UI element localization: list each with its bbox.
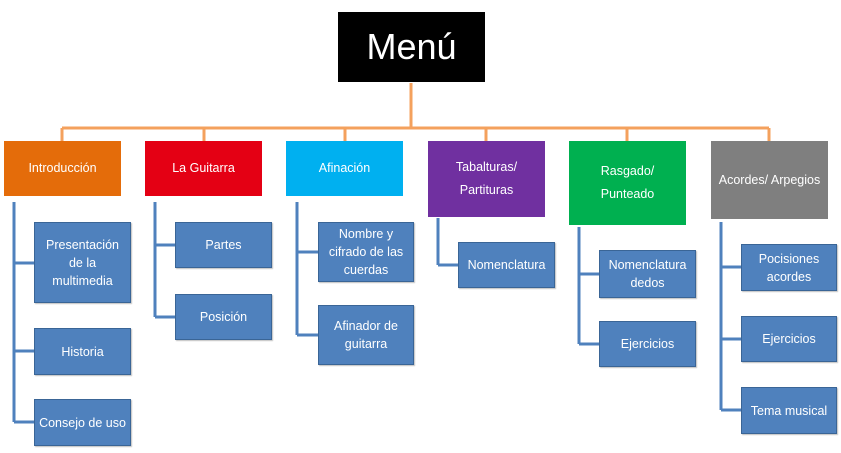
menu-root-label: Menú — [366, 26, 457, 67]
item-label: Afinador de guitarra — [334, 319, 398, 351]
category-afinacion: Afinación — [286, 141, 403, 196]
category-label: Afinación — [318, 161, 371, 175]
item-label: Tema musical — [750, 403, 828, 418]
category-introduccion: Introducción — [4, 141, 121, 196]
item-nomenclatura: Nomenclatura — [458, 242, 555, 288]
item-label: Presentación de la multimedia — [46, 237, 119, 288]
category-tabalturas-partituras: Tabalturas/ Partituras — [428, 141, 545, 217]
item-label: Nomenclatura dedos — [608, 258, 687, 290]
item-afinador-guitarra: Afinador de guitarra — [318, 305, 414, 365]
item-presentacion: Presentación de la multimedia — [34, 222, 131, 303]
menu-root-node: Menú — [338, 12, 485, 82]
category-acordes-arpegios: Acordes/ Arpegios — [711, 141, 828, 219]
item-pocisiones-acordes: Pocisiones acordes — [741, 244, 837, 291]
item-ejercicios-acordes: Ejercicios — [741, 316, 837, 362]
item-label: Posición — [199, 310, 248, 324]
item-historia: Historia — [34, 328, 131, 375]
category-label: Acordes/ Arpegios — [718, 172, 821, 187]
item-ejercicios-rasgado: Ejercicios — [599, 321, 696, 367]
category-la-guitarra: La Guitarra — [145, 141, 262, 196]
category-rasgado-punteado: Rasgado/ Punteado — [569, 141, 686, 225]
item-label: Historia — [61, 344, 104, 359]
item-label: Partes — [205, 238, 242, 252]
category-label: Rasgado/ Punteado — [600, 164, 655, 201]
item-label: Pocisiones acordes — [758, 251, 820, 284]
item-partes: Partes — [175, 222, 272, 268]
category-label: Introducción — [28, 161, 97, 175]
item-posicion: Posición — [175, 294, 272, 340]
category-label: Tabalturas/ Partituras — [455, 160, 518, 197]
item-nombre-cifrado-cuerdas: Nombre y cifrado de las cuerdas — [318, 222, 414, 282]
item-label: Nomenclatura — [467, 258, 546, 272]
item-label: Ejercicios — [762, 332, 816, 346]
item-label: Consejo de uso — [39, 415, 126, 430]
item-label: Ejercicios — [620, 337, 675, 351]
category-label: La Guitarra — [172, 161, 235, 175]
item-consejo-de-uso: Consejo de uso — [34, 399, 131, 446]
item-tema-musical: Tema musical — [741, 387, 837, 434]
item-nomenclatura-dedos: Nomenclatura dedos — [599, 250, 696, 298]
item-label: Nombre y cifrado de las cuerdas — [328, 227, 404, 277]
